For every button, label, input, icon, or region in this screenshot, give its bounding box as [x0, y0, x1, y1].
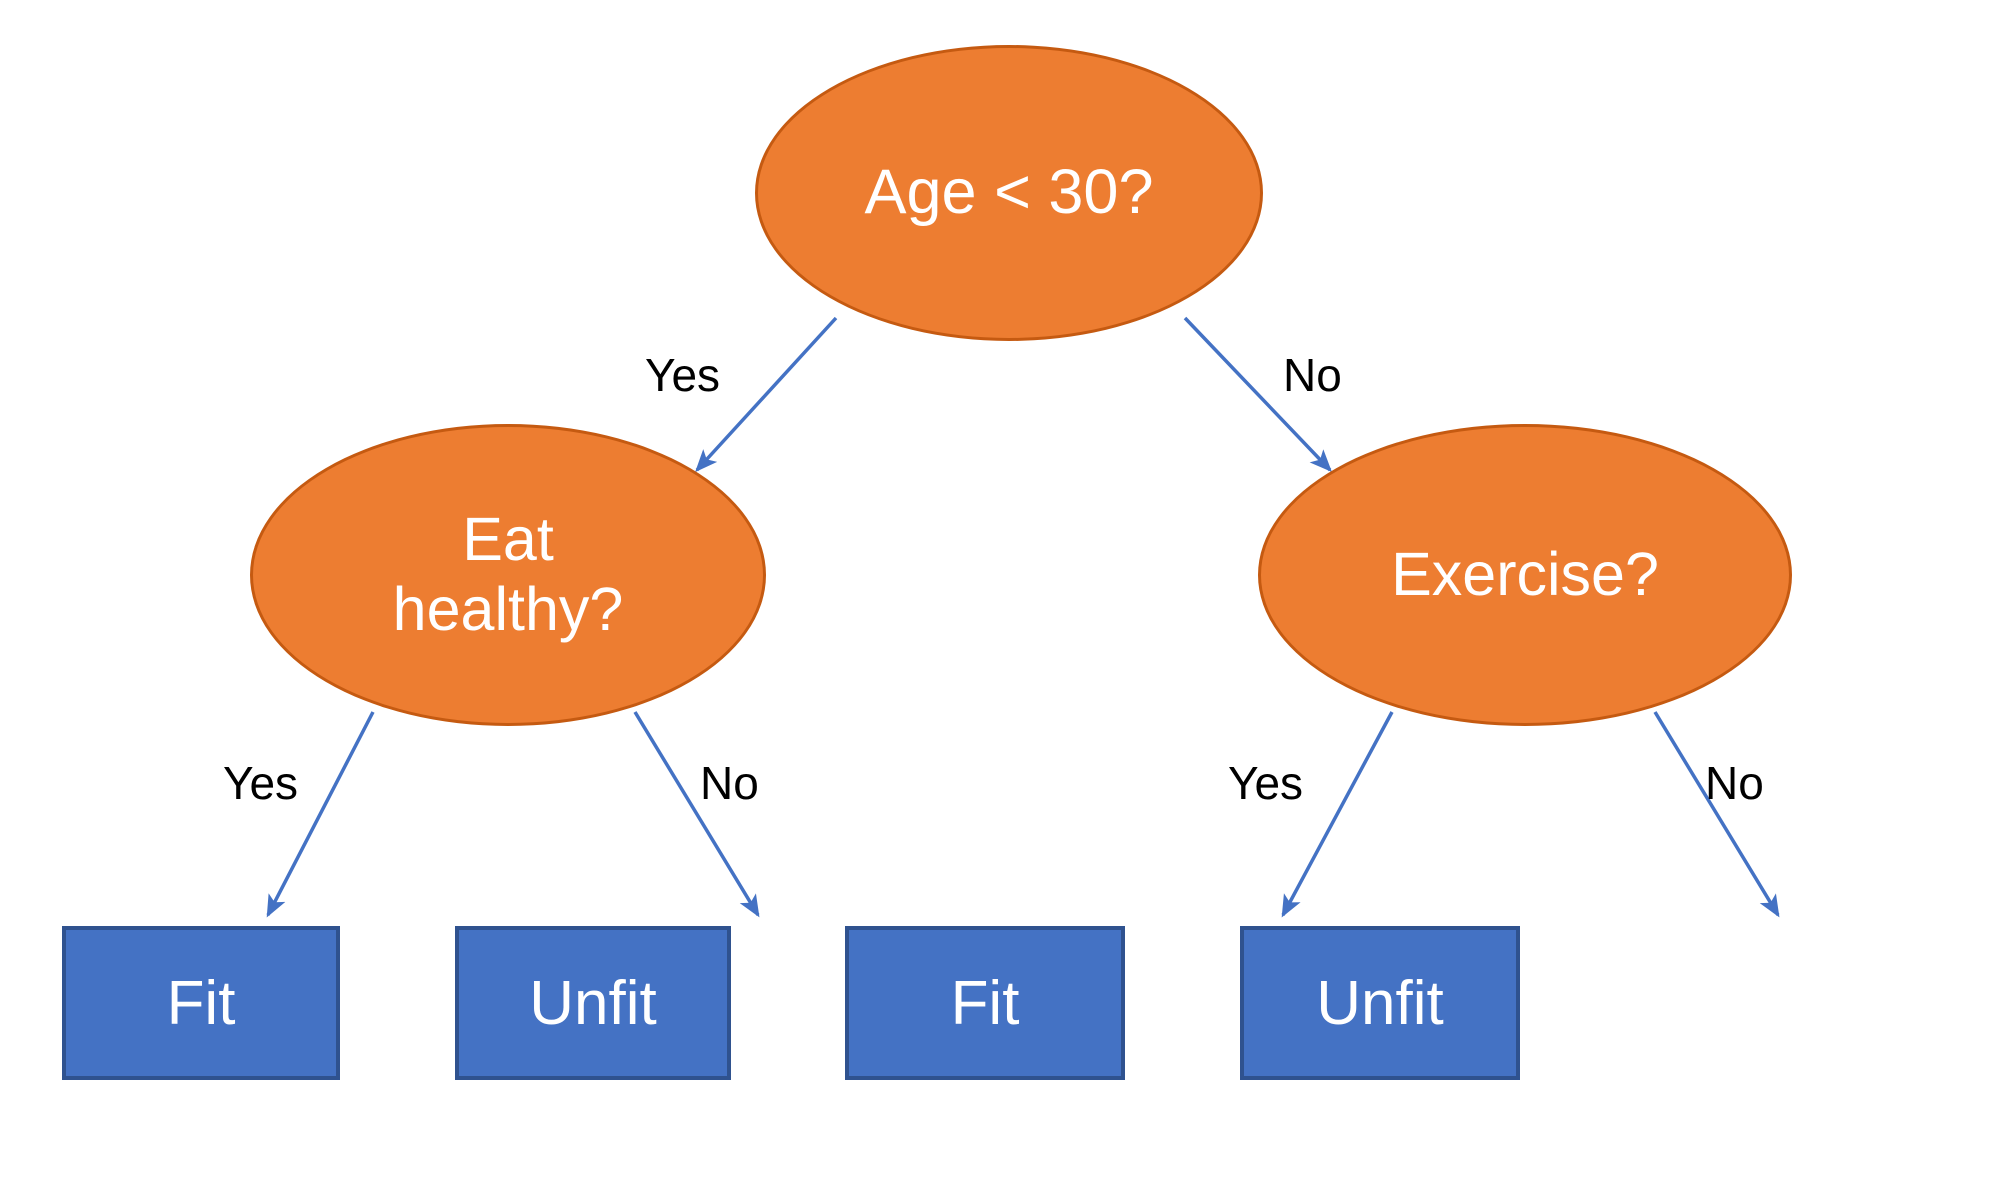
leaf-node-fit-1-label: Fit — [166, 968, 236, 1038]
decision-node-eat-healthy-label: Eat healthy? — [392, 505, 624, 643]
edge-exercise-no — [1653, 711, 1780, 918]
leaf-node-unfit-2[interactable]: Unfit — [1240, 926, 1520, 1080]
edge-eat-yes — [266, 711, 375, 918]
edge-root-yes — [695, 316, 838, 473]
decision-node-exercise-label: Exercise? — [1391, 540, 1659, 609]
edge-label-eat-healthy-yes: Yes — [223, 757, 299, 809]
decision-node-exercise[interactable]: Exercise? — [1258, 424, 1792, 726]
edge-label-root-no: No — [1283, 349, 1342, 401]
leaf-node-unfit-1-label: Unfit — [529, 968, 657, 1038]
edge-label-exercise-no: No — [1705, 757, 1764, 809]
edge-label-eat-healthy-no: No — [700, 757, 759, 809]
edge-eat-no — [633, 711, 760, 918]
decision-node-root[interactable]: Age < 30? — [755, 45, 1263, 341]
leaf-node-fit-2[interactable]: Fit — [845, 926, 1125, 1080]
leaf-node-unfit-1[interactable]: Unfit — [455, 926, 731, 1080]
decision-node-root-label: Age < 30? — [864, 157, 1154, 228]
edge-label-exercise-yes: Yes — [1228, 757, 1304, 809]
leaf-node-fit-2-label: Fit — [950, 968, 1020, 1038]
edge-label-root-yes: Yes — [645, 349, 721, 401]
decision-node-eat-healthy[interactable]: Eat healthy? — [250, 424, 766, 726]
edge-exercise-yes — [1281, 711, 1394, 918]
edge-root-no — [1183, 316, 1332, 473]
leaf-node-unfit-2-label: Unfit — [1316, 968, 1444, 1038]
leaf-node-fit-1[interactable]: Fit — [62, 926, 340, 1080]
